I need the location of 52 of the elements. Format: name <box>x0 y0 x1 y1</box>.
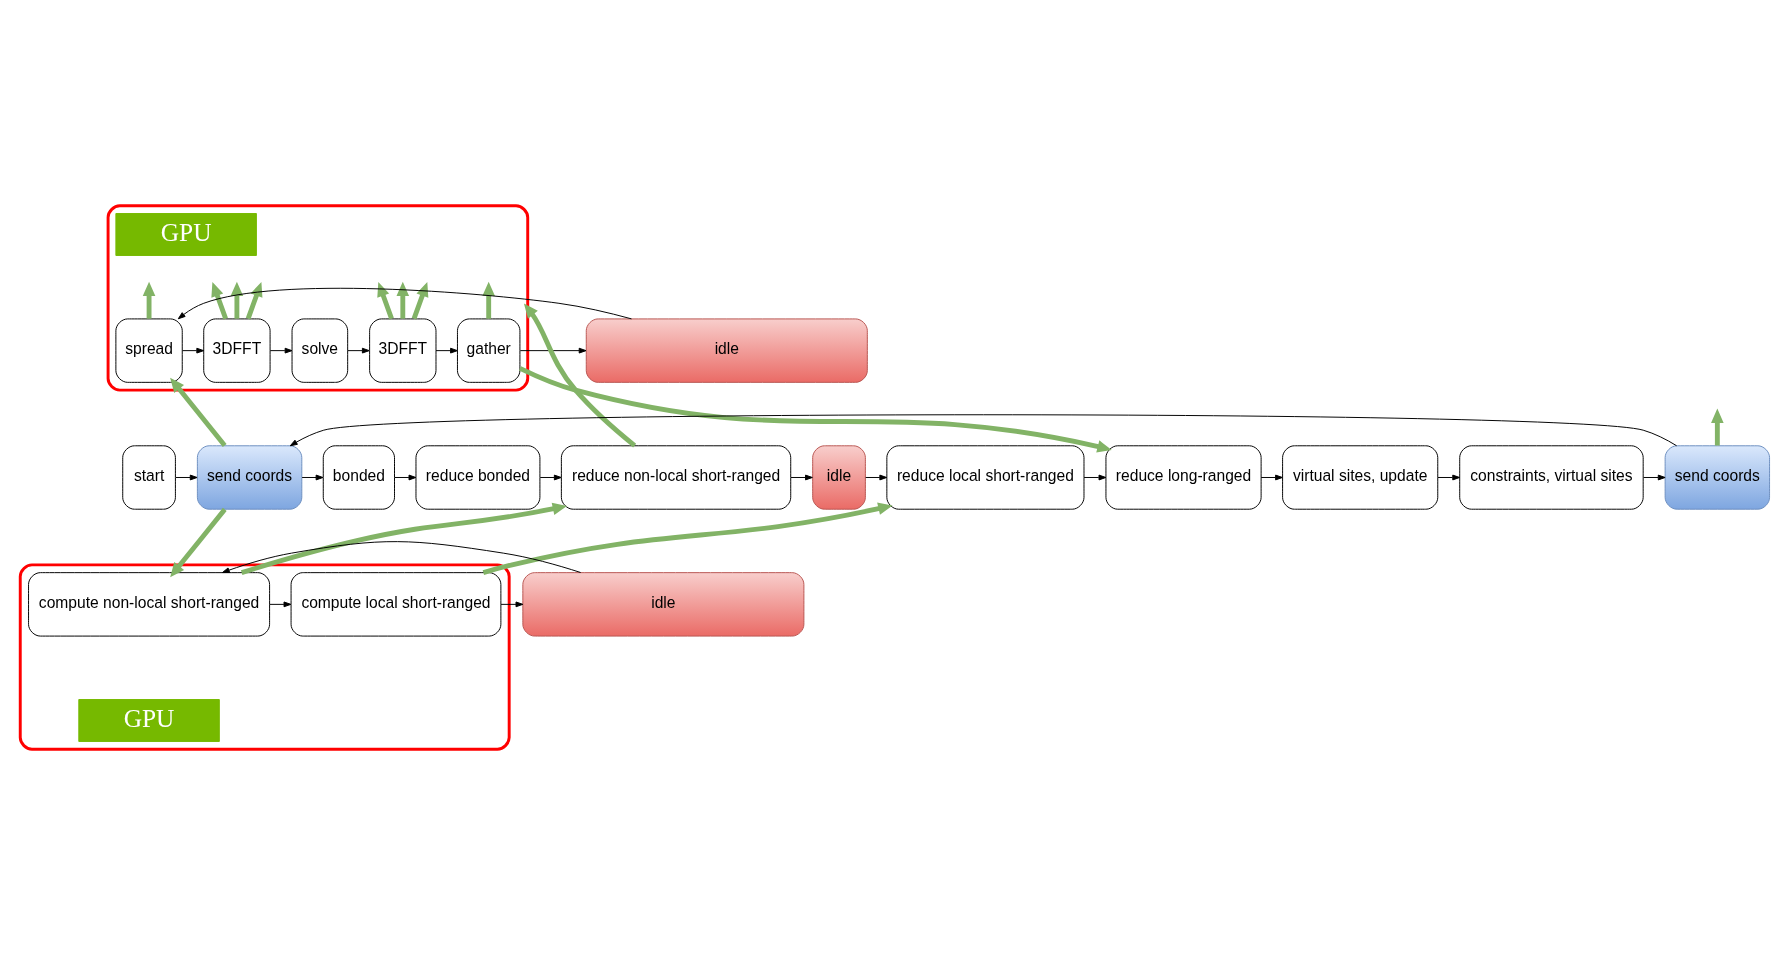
arrow <box>1711 408 1724 446</box>
node-box: bonded <box>322 444 395 510</box>
node-box: 3DFFT <box>203 317 271 383</box>
node-box: 3DFFT <box>369 317 437 383</box>
arrow <box>523 303 637 447</box>
arrow <box>230 281 244 319</box>
arrow <box>394 474 417 480</box>
node-box: send coords <box>1664 444 1771 510</box>
node-box: constraints, virtual sites <box>1459 444 1644 510</box>
node-box: spread <box>115 317 183 383</box>
arrow <box>142 281 156 319</box>
arrow <box>221 540 582 573</box>
arrow <box>1083 474 1107 480</box>
node-box: GPU <box>78 698 220 742</box>
arrow <box>519 347 587 353</box>
arrow <box>865 474 888 480</box>
node-box: idle <box>812 444 866 510</box>
node-box: compute non-local short-ranged <box>28 571 271 637</box>
node-box: reduce bonded <box>415 444 541 510</box>
node-box: send coords <box>196 444 303 510</box>
node-box: GPU <box>115 212 257 256</box>
arrow <box>435 347 458 353</box>
node-box: start <box>122 444 176 510</box>
arrow <box>790 474 813 480</box>
arrow <box>347 347 370 353</box>
arrow <box>181 347 205 353</box>
node-box: solve <box>291 317 349 383</box>
arrow <box>301 474 324 480</box>
arrow <box>170 377 227 447</box>
node-box: reduce long-ranged <box>1105 444 1262 510</box>
arrow <box>289 413 1678 446</box>
arrow <box>1643 474 1666 480</box>
arrow <box>1260 474 1283 480</box>
arrow <box>269 347 293 353</box>
node-box: idle <box>522 571 805 637</box>
node-box: reduce non-local short-ranged <box>560 444 792 510</box>
arrow <box>1437 474 1461 480</box>
arrow <box>240 502 568 575</box>
arrow <box>482 502 893 575</box>
node-box: compute local short-ranged <box>290 571 502 637</box>
arrow <box>396 281 410 319</box>
arrow <box>170 507 227 577</box>
arrow <box>175 474 198 480</box>
node-box: gather <box>456 317 521 383</box>
node-box: virtual sites, update <box>1282 444 1439 510</box>
node-box: idle <box>585 317 868 383</box>
arrow <box>539 474 562 480</box>
arrow <box>482 281 495 319</box>
node-box: reduce local short-ranged <box>886 444 1085 510</box>
arrow <box>500 601 524 607</box>
arrow <box>269 601 292 607</box>
arrow <box>518 365 1112 453</box>
